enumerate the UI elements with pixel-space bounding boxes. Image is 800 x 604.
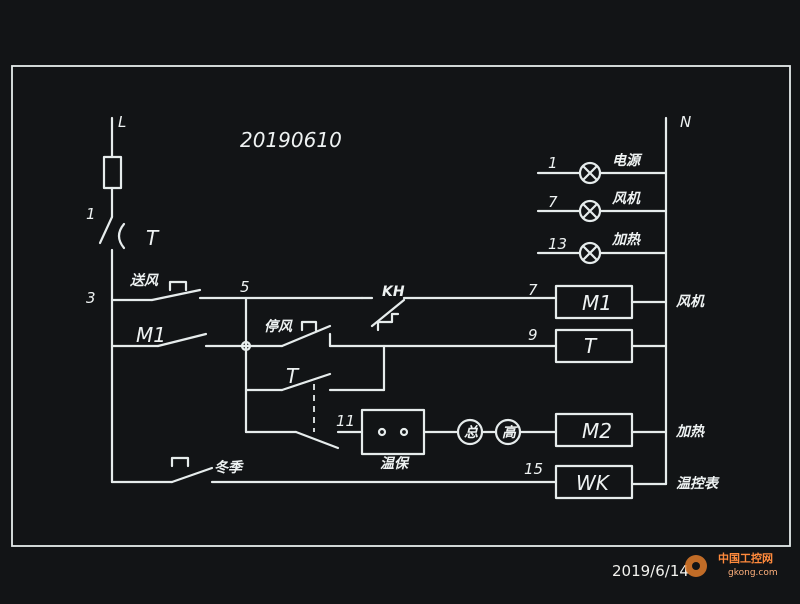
- node-7-label: 7: [528, 281, 538, 299]
- thermostat-contact: [98, 215, 114, 245]
- fuse-contact-label: T: [146, 226, 160, 250]
- row-winter: [170, 456, 668, 500]
- node-3-label: 3: [86, 289, 96, 307]
- stop-air-label: 停风: [264, 318, 293, 335]
- watermark-logo: [685, 555, 707, 577]
- lamp-heat-label: 加热: [611, 231, 642, 248]
- lamp-power-number: 1: [548, 154, 558, 172]
- coil-t-text: T: [584, 334, 598, 358]
- send-air-label: 送风: [129, 272, 159, 289]
- circle-high-label: 高: [502, 424, 519, 441]
- coil-m1-text: M1: [582, 291, 612, 315]
- node-9-label: 9: [528, 326, 538, 344]
- coil-wk: [554, 464, 634, 500]
- row-heating: [244, 408, 668, 456]
- watermark-brand: 中国工控网: [718, 551, 773, 565]
- l-rail-label: L: [118, 113, 126, 131]
- coil-wk-text: WK: [576, 471, 611, 495]
- keep-warm-label: 温保: [380, 455, 410, 472]
- row-t-contact: [244, 344, 386, 432]
- t-contact-label: T: [286, 364, 300, 388]
- lamp-fan-label: 风机: [612, 190, 641, 207]
- coil-m2-right-label: 加热: [675, 423, 706, 440]
- lamp-power: [536, 161, 668, 185]
- lamp-heat-number: 13: [548, 235, 567, 253]
- lamp-heat: [536, 241, 668, 265]
- lamp-power-label: 电源: [612, 152, 643, 169]
- m1-contact: [156, 332, 208, 348]
- date-code: 20190610: [240, 128, 342, 152]
- node-11-label: 11: [336, 412, 355, 430]
- send-air-switch: [150, 288, 202, 302]
- lamp-fan-number: 7: [548, 193, 558, 211]
- node-5-label: 5: [240, 278, 250, 296]
- winter-switch: [170, 466, 214, 484]
- n-rail-label: N: [680, 113, 691, 131]
- coil-wk-right-label: 温控表: [676, 475, 720, 492]
- t-contact: [280, 372, 332, 392]
- lamp-fan: [536, 199, 668, 223]
- node-1-label: 1: [86, 205, 96, 223]
- coil-m1-right-label: 风机: [676, 293, 705, 310]
- stop-air-switch: [280, 324, 332, 348]
- winter-label: 冬季: [214, 459, 244, 476]
- m1-contact-label: M1: [136, 323, 166, 347]
- coil-m2: [554, 412, 634, 448]
- drawing-frame: [11, 65, 791, 547]
- coil-m2-text: M2: [582, 419, 612, 443]
- line-rail: [98, 116, 174, 484]
- node-15-label: 15: [524, 460, 543, 478]
- row-fan-start: [110, 280, 668, 332]
- watermark-url: gkong.com: [728, 568, 778, 578]
- circle-always-label: 总: [464, 424, 479, 441]
- photo-timestamp: 2019/6/14: [612, 562, 689, 580]
- kh-label: KH: [382, 284, 405, 300]
- row-hold: [110, 296, 668, 434]
